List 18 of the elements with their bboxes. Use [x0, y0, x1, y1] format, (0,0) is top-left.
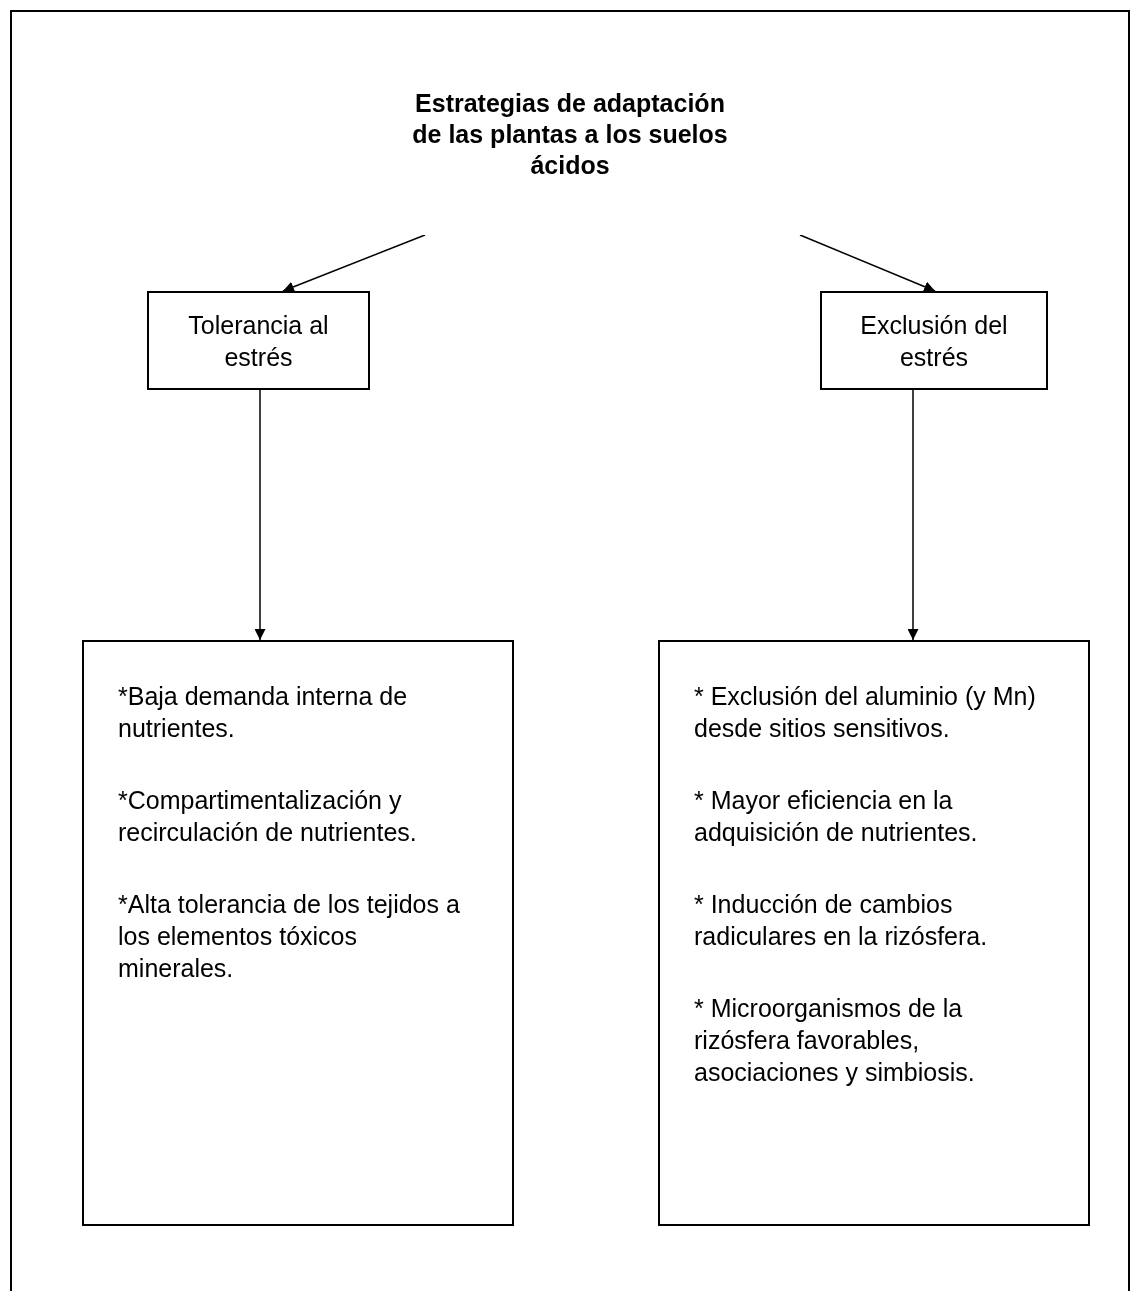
list-item: * Mayor eficiencia en la adquisición de nutrientes. — [694, 785, 979, 848]
arrow — [799, 234, 936, 292]
arrow — [907, 389, 919, 641]
arrow — [282, 234, 426, 293]
arrow — [254, 389, 266, 641]
box-label: Exclusión del estrés — [859, 309, 1009, 373]
list-item: *Compartimentalización y recirculación de nutrientes. — [118, 785, 418, 848]
process-box — [820, 291, 1048, 390]
process-box — [147, 291, 370, 390]
box-label: Tolerancia al estrés — [187, 309, 330, 373]
list-item: *Alta tolerancia de los tejidos a los elementos tóxicos minerales. — [118, 889, 461, 984]
heading-label: Estrategias de adaptación de las plantas a los suelos ácidos — [411, 88, 729, 181]
list-box — [82, 640, 514, 1226]
list-item: *Baja demanda interna de nutrientes. — [118, 681, 409, 744]
list-box — [658, 640, 1090, 1226]
list-item: * Inducción de cambios radiculares en la rizósfera. — [694, 889, 989, 952]
list-item: * Microorganismos de la rizósfera favorables, asociaciones y simbiosis. — [694, 993, 976, 1088]
list-item: * Exclusión del aluminio (y Mn) desde sitios sensitivos. — [694, 681, 1037, 744]
